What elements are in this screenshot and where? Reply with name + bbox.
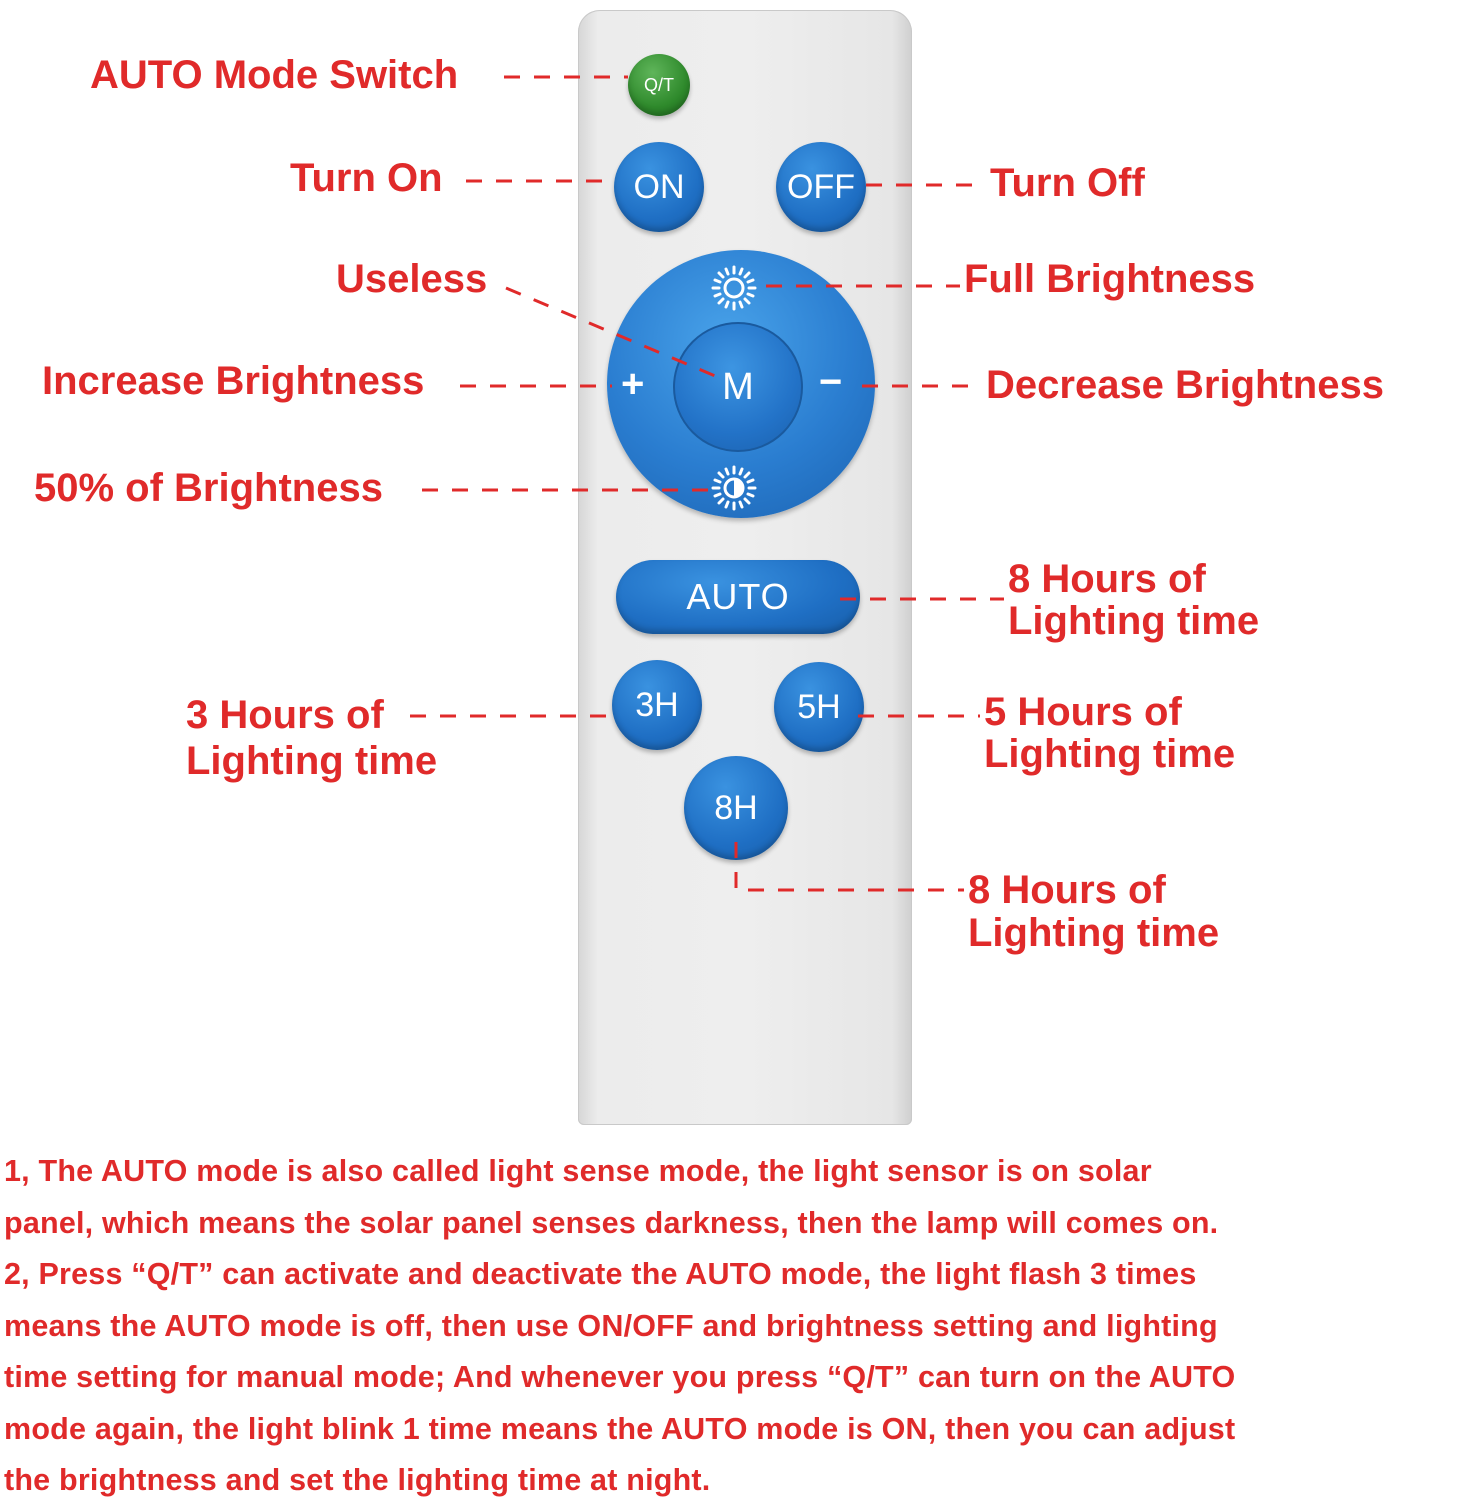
leader-useless <box>505 286 721 380</box>
5h-button[interactable]: 5H <box>774 662 864 752</box>
instructions-text: 1, The AUTO mode is also called light se… <box>4 1146 1456 1507</box>
m-button[interactable]: M <box>673 322 803 452</box>
label-auto-mode-switch: AUTO Mode Switch <box>90 53 459 97</box>
label-useless: Useless <box>336 257 488 301</box>
label-half-brightness: 50% of Brightness <box>34 466 383 510</box>
label-5h-line2: Lighting time <box>984 732 1236 776</box>
label-3h-line1: 3 Hours of <box>186 693 384 737</box>
off-button[interactable]: OFF <box>776 142 866 232</box>
note-line: mode again, the light blink 1 time means… <box>4 1411 1236 1446</box>
label-increase-brightness: Increase Brightness <box>42 359 425 403</box>
label-5h-line1: 5 Hours of <box>984 690 1182 734</box>
auto-button[interactable]: AUTO <box>616 560 860 634</box>
leader-lines <box>410 75 1004 892</box>
note-line: 2, Press “Q/T” can activate and deactiva… <box>4 1257 1197 1291</box>
label-auto-8h-line1: 8 Hours of <box>1008 557 1206 601</box>
on-button[interactable]: ON <box>614 142 704 232</box>
note-line: the brightness and set the lighting time… <box>4 1463 711 1497</box>
label-8h-line1: 8 Hours of <box>968 868 1166 912</box>
note-line: time setting for manual mode; And whenev… <box>4 1360 1236 1394</box>
label-full-brightness: Full Brightness <box>964 257 1256 301</box>
note-line: means the AUTO mode is off, then use ON/… <box>4 1308 1218 1343</box>
label-turn-off: Turn Off <box>990 161 1145 205</box>
label-decrease-brightness: Decrease Brightness <box>986 363 1384 407</box>
8h-button[interactable]: 8H <box>684 756 788 860</box>
qt-button[interactable]: Q/T <box>628 54 690 116</box>
increase-brightness-button[interactable]: + <box>621 362 645 406</box>
note-line: panel, which means the solar panel sense… <box>4 1205 1219 1240</box>
label-turn-on: Turn On <box>290 156 443 200</box>
3h-button[interactable]: 3H <box>612 660 702 750</box>
decrease-brightness-button[interactable]: − <box>819 360 843 404</box>
sun-icon[interactable] <box>710 264 758 312</box>
note-line: 1, The AUTO mode is also called light se… <box>4 1154 1152 1188</box>
label-auto-8h-line2: Lighting time <box>1008 599 1260 643</box>
label-3h-line2: Lighting time <box>186 739 438 783</box>
half-sun-icon[interactable] <box>710 464 758 512</box>
leader-8h <box>734 842 964 892</box>
label-8h-line2: Lighting time <box>968 911 1220 955</box>
